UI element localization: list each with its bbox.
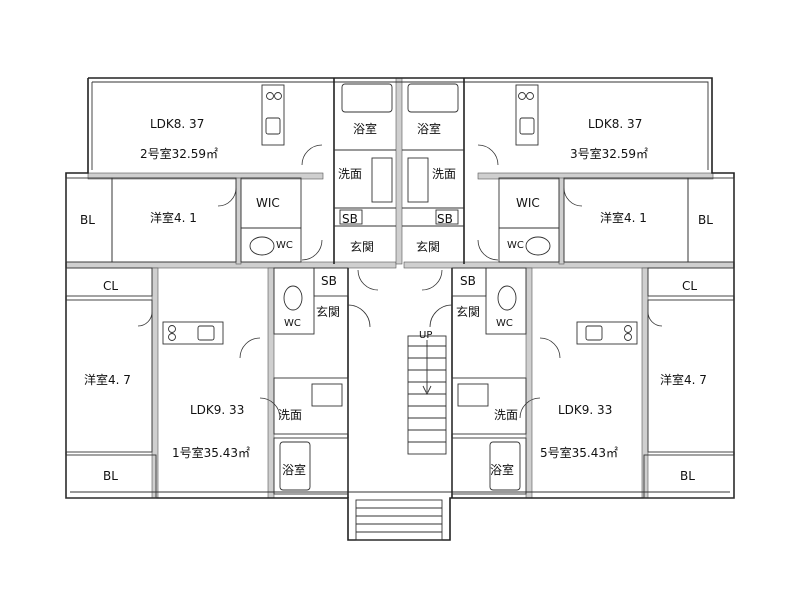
unit5-wc-label: WC	[496, 318, 513, 329]
unit1-bl-label: BL	[103, 469, 118, 483]
unit5-bedroom-label: 洋室4. 7	[660, 372, 707, 387]
fixtures	[162, 83, 638, 491]
unit3-wic-label: WIC	[516, 196, 540, 210]
unit3-bedroom-label: 洋室4. 1	[600, 210, 647, 225]
unit1-wc-label: WC	[284, 318, 301, 329]
unit3-sb-label: SB	[437, 212, 453, 226]
unit2-entry-label: 玄関	[350, 239, 374, 254]
unit3-bath-label: 浴室	[417, 121, 441, 136]
unit2-wash-label: 洗面	[338, 167, 362, 181]
unit1-cl-label: CL	[103, 279, 118, 293]
interior-walls	[65, 78, 735, 541]
unit2-sb-label: SB	[342, 212, 358, 226]
unit2-bath-label: 浴室	[353, 121, 377, 136]
hatched-walls	[65, 77, 735, 499]
unit3-ldk-label: LDK8. 37	[588, 117, 642, 131]
unit1-area-label: 1号室35.43㎡	[172, 445, 250, 460]
unit3-wc-label: WC	[507, 240, 524, 251]
unit3-wash-label: 洗面	[432, 167, 456, 181]
unit1-wash-label: 洗面	[278, 408, 302, 422]
unit2-wc-label: WC	[276, 240, 293, 251]
unit2-ldk-label: LDK8. 37	[150, 117, 204, 131]
unit3-bl-label: BL	[698, 213, 713, 227]
unit5-sb-label: SB	[460, 274, 476, 288]
unit1-ldk-label: LDK9. 33	[190, 403, 244, 417]
unit2-wic-label: WIC	[256, 196, 280, 210]
unit1-bedroom-label: 洋室4. 7	[84, 372, 131, 387]
room-labels: LDK8. 37 2号室32.59㎡ 洋室4. 1 浴室 洗面 WIC WC S…	[80, 117, 713, 483]
unit5-cl-label: CL	[682, 279, 697, 293]
unit5-bath-label: 浴室	[490, 462, 514, 477]
unit2-area-label: 2号室32.59㎡	[140, 146, 218, 161]
unit3-area-label: 3号室32.59㎡	[570, 146, 648, 161]
unit1-sb-label: SB	[321, 274, 337, 288]
unit3-entry-label: 玄関	[416, 239, 440, 254]
unit5-ldk-label: LDK9. 33	[558, 403, 612, 417]
unit5-entry-label: 玄関	[456, 304, 480, 319]
door-swings	[137, 144, 663, 419]
unit5-area-label: 5号室35.43㎡	[540, 445, 618, 460]
unit1-entry-label: 玄関	[316, 304, 340, 319]
unit2-bedroom-label: 洋室4. 1	[150, 210, 197, 225]
unit5-wash-label: 洗面	[494, 408, 518, 422]
unit5-bl-label: BL	[680, 469, 695, 483]
stairs-up-label: UP	[419, 330, 432, 341]
unit1-bath-label: 浴室	[282, 462, 306, 477]
outer-walls	[65, 77, 735, 541]
unit2-bl-label: BL	[80, 213, 95, 227]
